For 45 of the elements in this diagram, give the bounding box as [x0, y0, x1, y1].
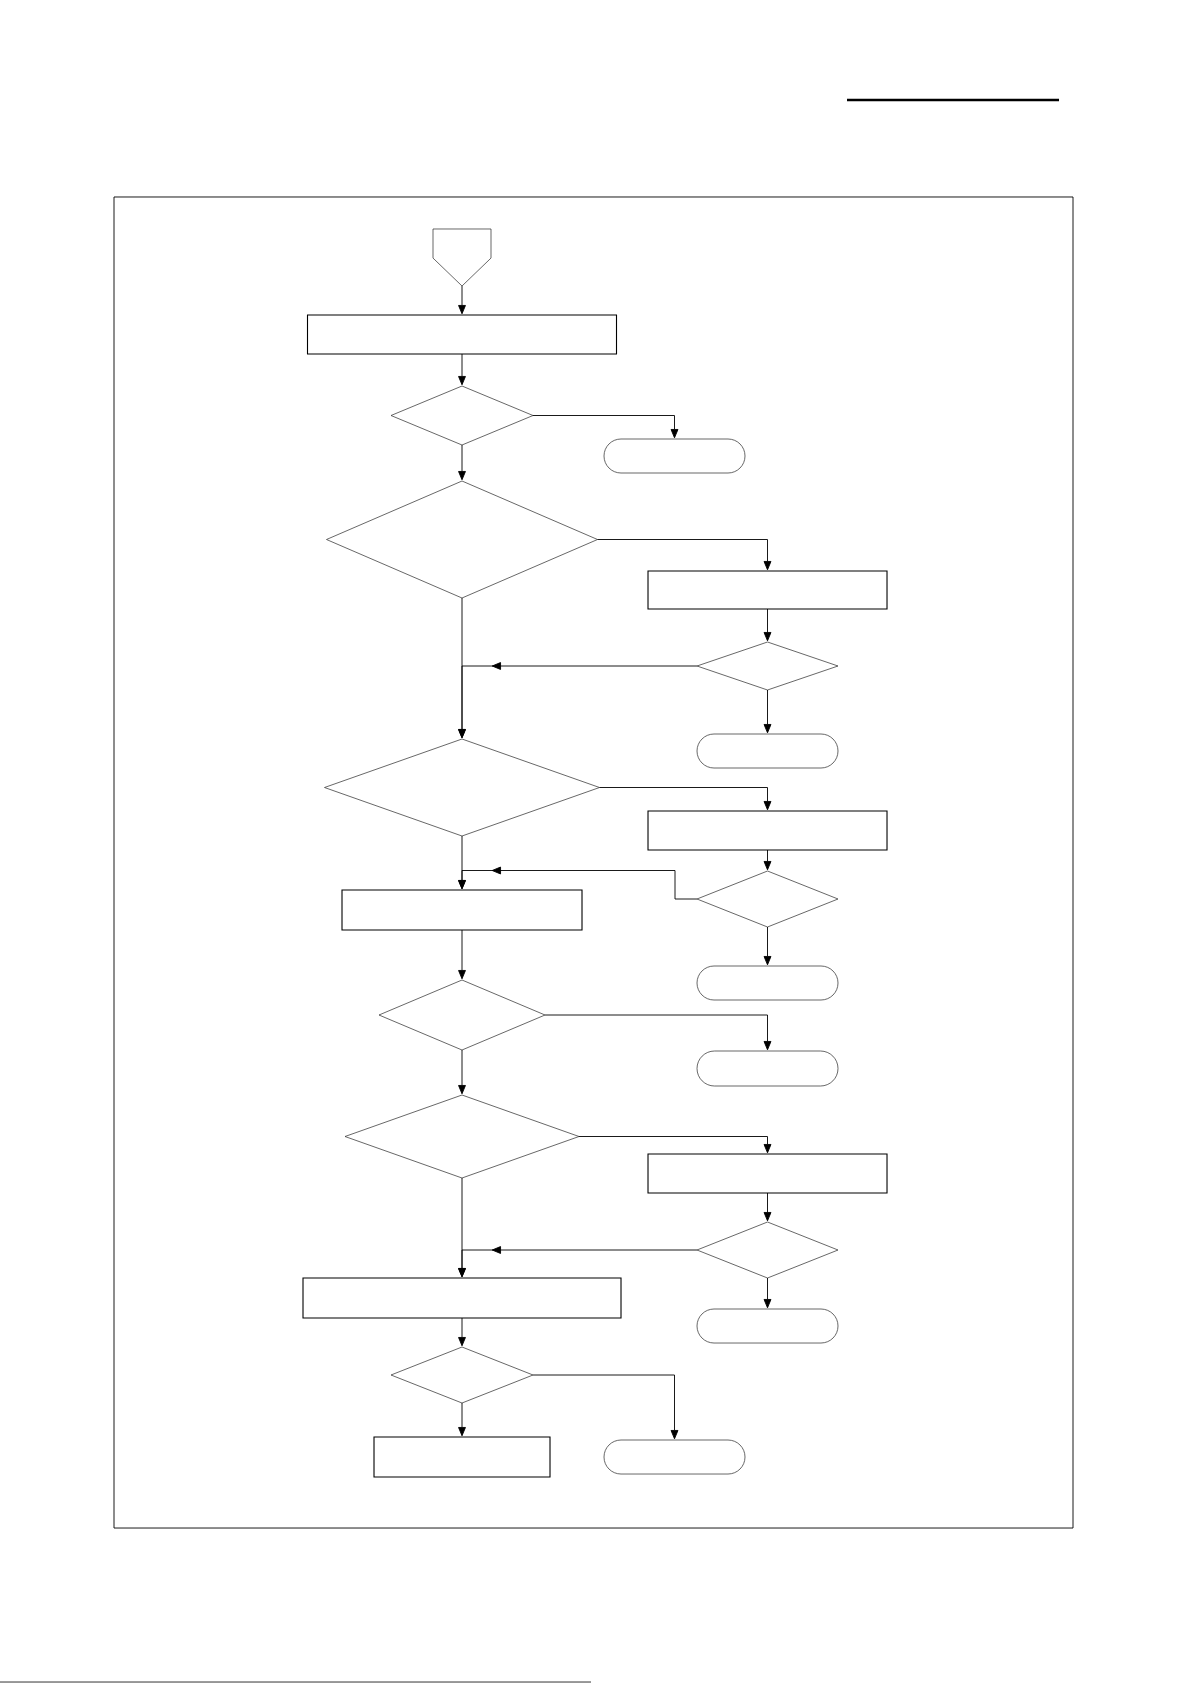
process-box	[647, 810, 888, 851]
rounded-box	[696, 733, 839, 769]
offpage-connector	[432, 228, 492, 287]
decision-diamond	[696, 641, 839, 691]
arrow	[458, 444, 466, 481]
arrow	[544, 1014, 772, 1051]
process-box	[341, 889, 583, 931]
rounded-box	[603, 438, 746, 474]
arrow	[458, 1402, 466, 1437]
rounded-box	[696, 965, 839, 1001]
rounded-box	[696, 1050, 839, 1087]
decision-diamond	[390, 385, 534, 446]
arrow	[597, 539, 772, 571]
decision-diamond	[696, 1221, 839, 1279]
process-box	[647, 570, 888, 610]
arrow	[458, 866, 698, 900]
rounded-box	[603, 1439, 746, 1475]
arrow	[763, 608, 772, 642]
process-box	[647, 1153, 888, 1194]
process-box	[302, 1277, 622, 1319]
decision-diamond	[324, 738, 600, 837]
arrow	[458, 1246, 698, 1278]
decision-diamond	[696, 870, 839, 928]
process-box	[306, 314, 618, 355]
arrow	[458, 929, 466, 980]
rounded-box	[696, 1308, 839, 1344]
arrow	[532, 415, 679, 439]
arrow	[532, 1374, 679, 1440]
decision-diamond	[326, 480, 598, 599]
decision-diamond	[390, 1346, 534, 1404]
arrow	[458, 1049, 466, 1095]
process-box	[373, 1436, 551, 1478]
arrow	[458, 1317, 466, 1347]
arrow	[458, 285, 466, 315]
arrow	[599, 787, 772, 811]
arrow	[578, 1136, 772, 1154]
arrow	[763, 1192, 772, 1222]
decision-diamond	[344, 1094, 580, 1179]
arrow	[458, 353, 466, 386]
arrow	[763, 926, 772, 966]
decision-diamond	[378, 979, 546, 1051]
arrow	[763, 689, 772, 734]
arrow	[458, 662, 698, 739]
arrow	[763, 849, 772, 871]
arrow	[763, 1277, 772, 1309]
